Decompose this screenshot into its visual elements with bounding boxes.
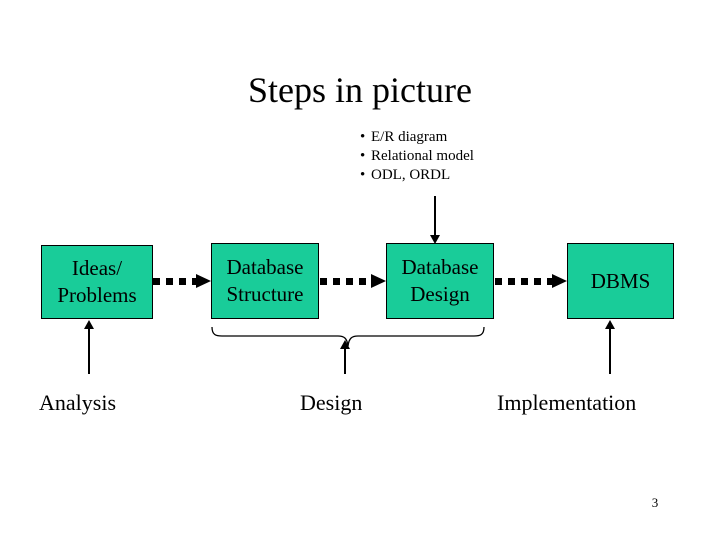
arrow-up-icon-analysis (84, 320, 95, 374)
list-item-label: ODL, ORDL (371, 167, 451, 183)
arrow-dots (153, 278, 199, 285)
arrow-shaft (434, 196, 437, 237)
flow-box-dbms: DBMS (567, 243, 674, 319)
list-item-label: E/R diagram (371, 129, 448, 145)
bullet-dot-icon: • (360, 167, 366, 183)
arrow-up-icon-design (340, 340, 351, 374)
dotted-arrow-right-icon (153, 274, 211, 288)
arrow-shaft (88, 327, 91, 374)
arrow-head (430, 235, 440, 244)
stage-label-implementation: Implementation (497, 390, 637, 415)
arrow-shaft (344, 347, 347, 374)
arrow-dots (495, 278, 554, 285)
dotted-arrow-right-icon (495, 274, 567, 288)
flow-box-database-design: Database Design (386, 243, 494, 319)
arrow-down-icon (430, 196, 441, 244)
flow-box-label: Database Structure (226, 255, 304, 306)
bullet-dot-icon: • (360, 148, 366, 164)
flow-box-ideas: Ideas/ Problems (41, 245, 153, 319)
page-number: 3 (651, 495, 659, 510)
arrow-up-icon-implementation (605, 320, 616, 374)
arrow-head (340, 340, 350, 349)
dotted-arrow-right-icon (320, 274, 386, 288)
bullet-list: • E/R diagram • Relational model • ODL, ORD… (360, 128, 474, 185)
flow-box-label: Ideas/ Problems (57, 256, 137, 307)
stage-label-analysis: Analysis (39, 390, 116, 415)
flow-box-label: Database Design (401, 255, 479, 306)
list-item: • E/R diagram (360, 128, 474, 147)
list-item: • Relational model (360, 147, 474, 166)
arrow-head (196, 274, 211, 288)
flow-box-label: DBMS (590, 268, 651, 293)
arrow-head (605, 320, 615, 329)
page-title: Steps in picture (248, 70, 472, 110)
list-item-label: Relational model (371, 148, 474, 164)
arrow-head (371, 274, 386, 288)
stage-label-design: Design (300, 390, 363, 415)
arrow-head (84, 320, 94, 329)
list-item: • ODL, ORDL (360, 166, 474, 185)
arrow-shaft (609, 327, 612, 374)
flow-box-database-structure: Database Structure (211, 243, 319, 319)
arrow-dots (320, 278, 366, 285)
arrow-head (552, 274, 567, 288)
bullet-dot-icon: • (360, 129, 366, 145)
